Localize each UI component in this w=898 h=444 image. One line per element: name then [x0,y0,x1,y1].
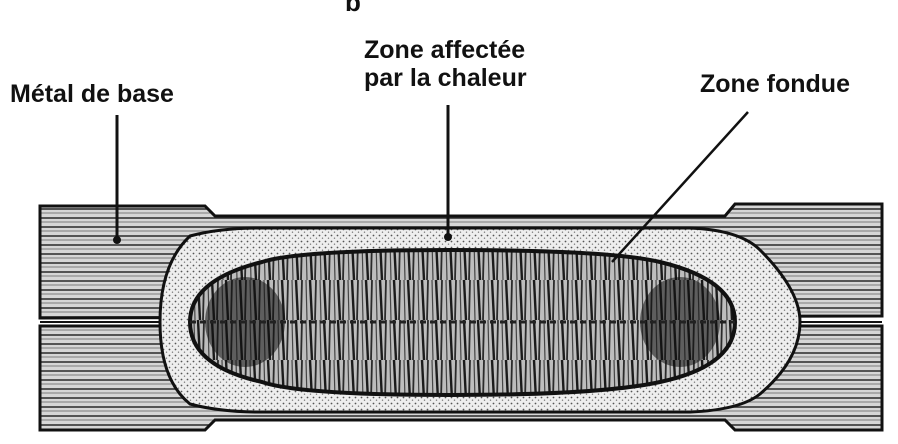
base-metal-leader-dot [113,236,121,244]
fusion-zone [190,250,735,395]
haz-leader-dot [444,233,452,241]
figure-letter: b [345,0,361,16]
heat-affected-zone-label-line2: par la chaleur [364,64,527,92]
fused-zone-label: Zone fondue [700,70,850,98]
base-metal-label: Métal de base [10,80,174,108]
heat-affected-zone-label: Zone affectée par la chaleur [364,36,527,92]
heat-affected-zone-label-line1: Zone affectée [364,36,527,64]
